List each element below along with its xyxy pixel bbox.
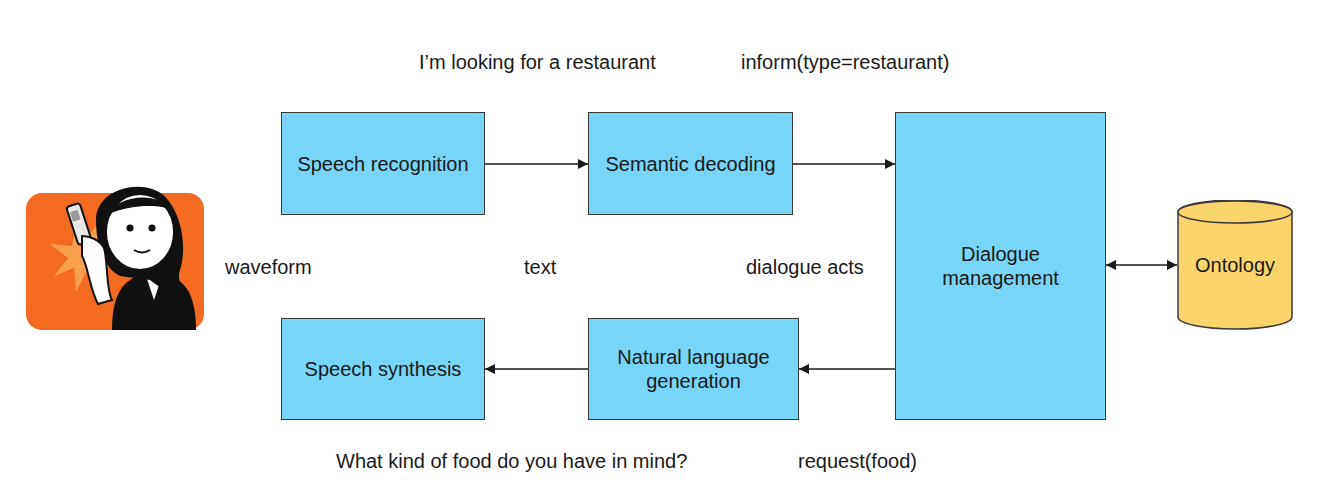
process-box: Semantic decoding	[588, 112, 793, 215]
process-box: Speech recognition	[281, 112, 485, 215]
process-box: Speech synthesis	[281, 318, 485, 420]
node-text: Ontology	[1185, 253, 1285, 277]
node-text: Speech synthesis	[295, 357, 472, 381]
stream-label: waveform	[222, 255, 315, 279]
stream-label: text	[521, 255, 559, 279]
node-text: Natural language generation	[589, 345, 798, 393]
database-cylinder: Ontology	[1177, 200, 1293, 330]
utterance-text: What kind of food do you have in mind?	[333, 449, 690, 473]
dialogue-act: request(food)	[795, 449, 920, 473]
flow-arrow	[793, 163, 895, 164]
node-text: Semantic decoding	[595, 152, 785, 176]
process-box: Dialogue management	[895, 112, 1106, 420]
stream-label: dialogue acts	[743, 255, 867, 279]
flow-arrow	[1106, 264, 1177, 265]
flow-arrow	[485, 368, 588, 369]
flow-arrow	[799, 368, 895, 369]
node-text: Dialogue management	[896, 242, 1105, 290]
utterance-text: I’m looking for a restaurant	[416, 50, 659, 74]
dialogue-act: inform(type=restaurant)	[738, 50, 952, 74]
node-text: Speech recognition	[287, 152, 478, 176]
process-box: Natural language generation	[588, 318, 799, 420]
flow-arrow	[485, 163, 588, 164]
